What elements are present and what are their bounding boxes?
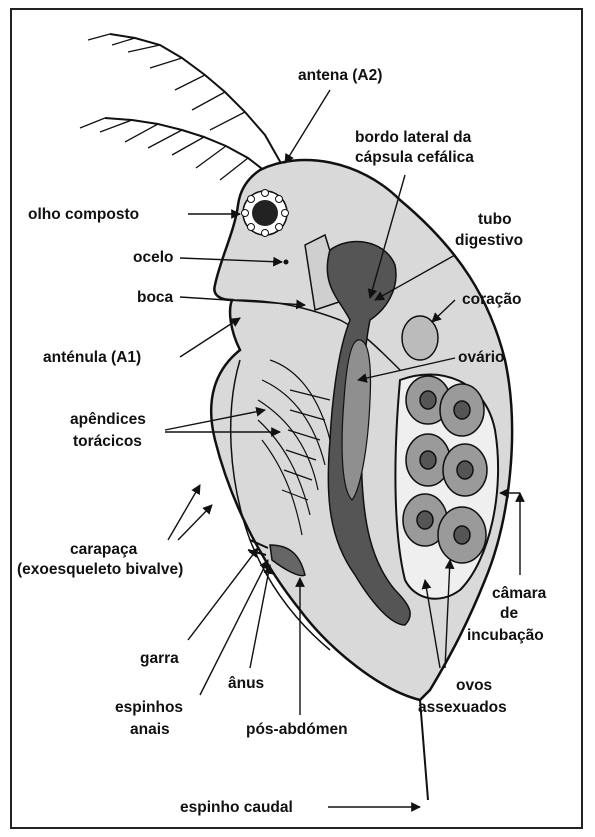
label-camara-3: incubação bbox=[467, 627, 544, 644]
label-espinho-caudal: espinho caudal bbox=[180, 799, 293, 816]
label-carapaca-1: carapaça bbox=[70, 541, 138, 558]
label-camara-1: câmara bbox=[492, 585, 547, 602]
label-espinhos-1: espinhos bbox=[115, 699, 183, 716]
label-ovos-2: assexuados bbox=[418, 699, 507, 716]
label-antenula: anténula (A1) bbox=[43, 349, 141, 366]
label-camara-2: de bbox=[500, 605, 518, 622]
label-apendices-2: torácicos bbox=[73, 433, 142, 450]
label-olho: olho composto bbox=[28, 206, 139, 223]
label-tubo-1: tubo bbox=[478, 211, 512, 228]
label-antena: antena (A2) bbox=[298, 67, 382, 84]
label-garra: garra bbox=[140, 650, 179, 667]
label-pos-abdomen: pós-abdómen bbox=[246, 721, 348, 738]
label-ovario: ovário bbox=[458, 349, 505, 366]
ocellus bbox=[284, 260, 289, 265]
eggs bbox=[403, 376, 487, 563]
label-carapaca-2: (exoesqueleto bivalve) bbox=[17, 561, 183, 578]
label-apendices-1: apêndices bbox=[70, 411, 146, 428]
label-tubo-2: digestivo bbox=[455, 232, 523, 249]
label-bordo-2: cápsula cefálica bbox=[355, 149, 474, 166]
label-espinhos-2: anais bbox=[130, 721, 170, 738]
label-coracao: coração bbox=[462, 291, 521, 308]
heart bbox=[402, 316, 438, 360]
label-anus: ânus bbox=[228, 675, 264, 692]
label-ocelo: ocelo bbox=[133, 249, 173, 266]
label-bordo-1: bordo lateral da bbox=[355, 129, 472, 146]
compound-eye bbox=[242, 190, 289, 237]
label-boca: boca bbox=[137, 289, 174, 306]
label-ovos-1: ovos bbox=[456, 677, 492, 694]
